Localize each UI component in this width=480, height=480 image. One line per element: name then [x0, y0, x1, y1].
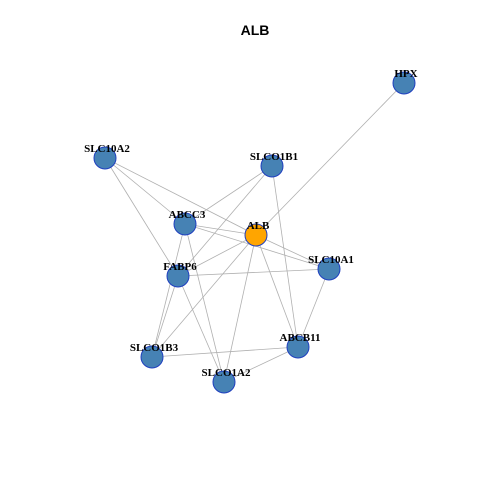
node-label-slco1b3: SLCO1B3: [130, 342, 179, 354]
edge-abcb11-slco1a2: [223, 346, 299, 383]
node-hpx[interactable]: [392, 71, 416, 95]
node-slc10a1[interactable]: [317, 257, 341, 281]
edge-layer: [104, 82, 405, 383]
edge-alb-abcc3: [184, 223, 257, 236]
node-label-abcc3: ABCC3: [169, 209, 206, 221]
edge-fabp6-slco1a2: [177, 275, 225, 383]
node-slc10a2[interactable]: [93, 146, 117, 170]
edge-alb-slco1b3: [151, 234, 257, 358]
node-slco1b1[interactable]: [260, 154, 284, 178]
diagram-title: ALB: [241, 22, 270, 38]
edge-alb-slc10a2: [104, 157, 257, 236]
node-layer: [93, 71, 416, 394]
node-label-slco1a2: SLCO1A2: [202, 367, 251, 379]
edge-abcc3-slco1b3: [151, 223, 186, 358]
node-slco1a2[interactable]: [212, 370, 236, 394]
edge-slc10a1-abcb11: [297, 268, 330, 348]
node-label-alb: ALB: [247, 220, 270, 232]
node-alb[interactable]: [244, 223, 268, 247]
edge-alb-hpx: [255, 82, 405, 236]
edge-slc10a2-abcc3: [104, 157, 186, 225]
node-abcb11[interactable]: [286, 335, 310, 359]
edge-alb-slc10a1: [255, 234, 330, 270]
node-label-fabp6: FABP6: [163, 261, 197, 273]
edge-alb-slco1a2: [223, 234, 257, 383]
node-label-abcb11: ABCB11: [280, 332, 321, 344]
node-abcc3[interactable]: [173, 212, 197, 236]
edge-abcc3-slco1a2: [184, 223, 225, 383]
edge-alb-abcb11: [255, 234, 299, 348]
node-label-slc10a1: SLC10A1: [308, 254, 354, 266]
node-label-slco1b1: SLCO1B1: [250, 151, 298, 163]
edge-fabp6-slco1b3: [151, 275, 179, 358]
node-slco1b3[interactable]: [140, 345, 164, 369]
edge-slco1b1-abcc3: [184, 165, 273, 225]
edge-fabp6-slc10a1: [177, 268, 330, 277]
node-label-hpx: HPX: [394, 68, 417, 80]
edge-abcb11-slco1b3: [151, 346, 299, 358]
node-label-slc10a2: SLC10A2: [84, 143, 130, 155]
edge-slco1b1-abcb11: [271, 165, 299, 348]
edge-abcc3-slc10a1: [184, 223, 330, 270]
node-fabp6[interactable]: [166, 264, 190, 288]
edge-slc10a2-fabp6: [104, 157, 179, 277]
